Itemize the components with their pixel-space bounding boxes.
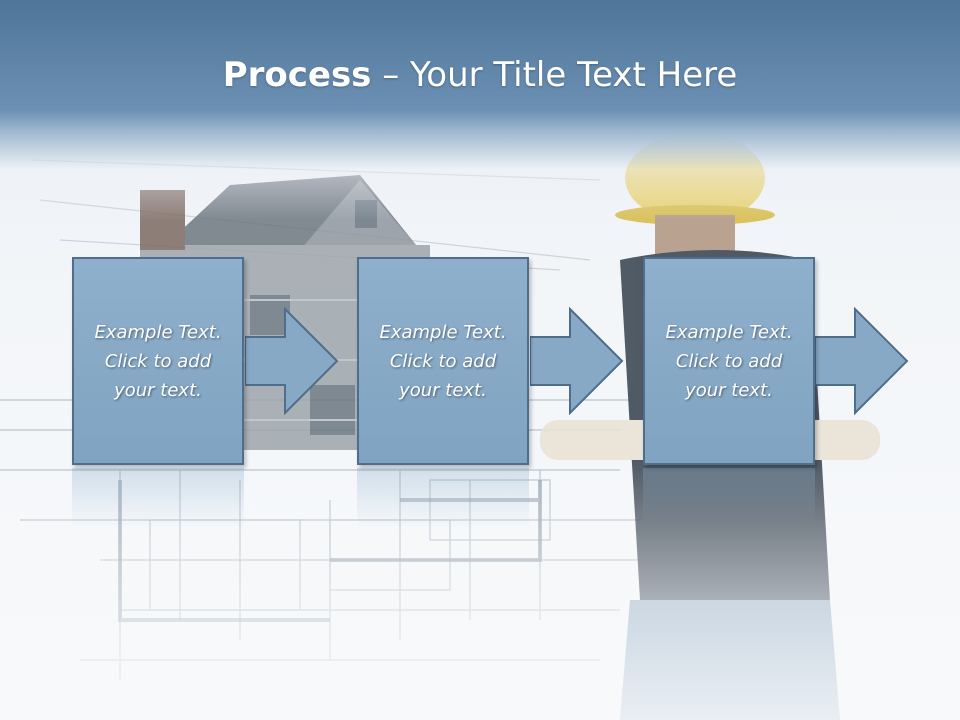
- step-2-text: Example Text. Click to add your text.: [379, 321, 507, 401]
- step-3-reflection: [643, 468, 815, 528]
- slide-title[interactable]: Process – Your Title Text Here: [0, 52, 960, 98]
- step-3-arrow-icon: [815, 307, 909, 415]
- step-2-reflection: [357, 468, 529, 528]
- title-bold: Process: [222, 55, 372, 95]
- step-1-reflection: [72, 468, 244, 528]
- step-1-box[interactable]: Example Text. Click to add your text.: [72, 257, 244, 465]
- step-1-arrow-icon: [245, 307, 339, 415]
- title-rest: – Your Title Text Here: [371, 55, 738, 95]
- step-3-text: Example Text. Click to add your text.: [665, 321, 793, 401]
- title-bar: [0, 0, 960, 170]
- step-1-text: Example Text. Click to add your text.: [94, 321, 222, 401]
- step-3-box[interactable]: Example Text. Click to add your text.: [643, 257, 815, 465]
- step-2-box[interactable]: Example Text. Click to add your text.: [357, 257, 529, 465]
- step-2-arrow-icon: [530, 307, 624, 415]
